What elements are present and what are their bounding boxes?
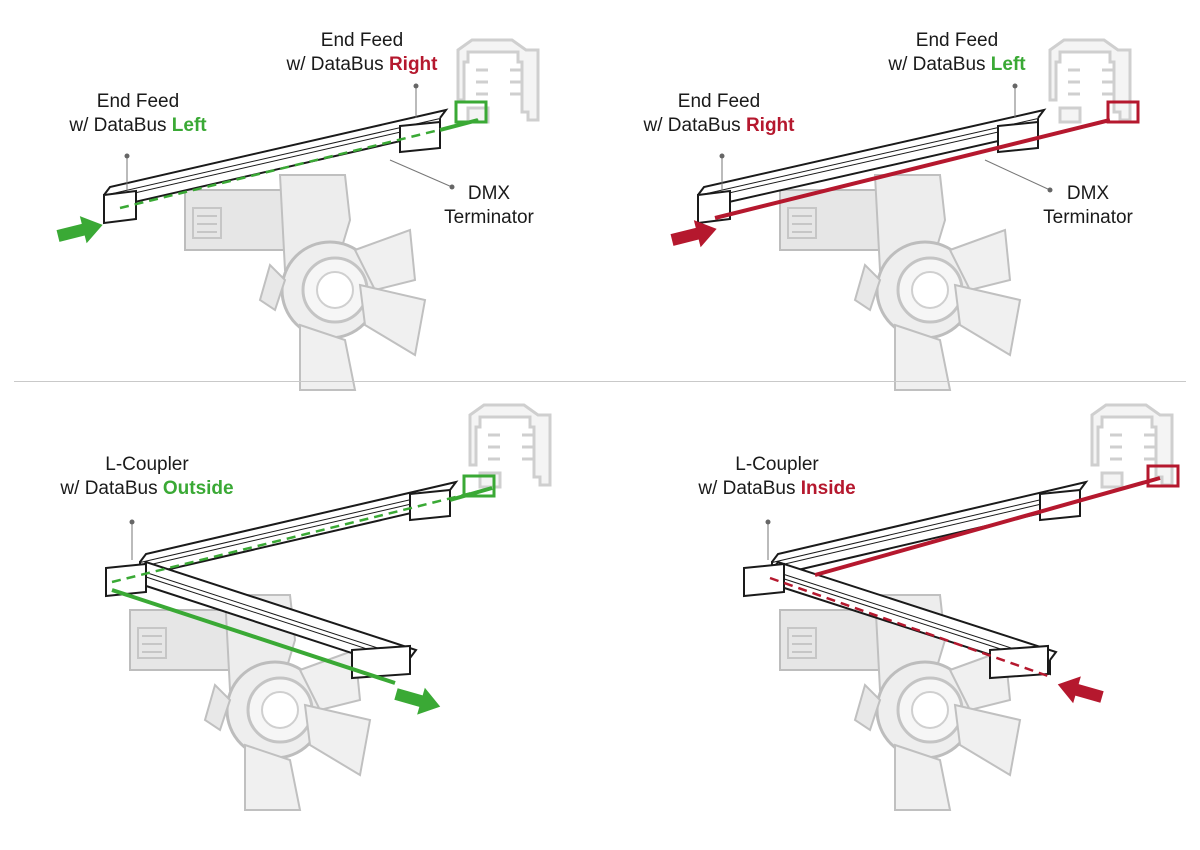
- databus-highlight-box: [462, 474, 496, 498]
- track-body: [771, 488, 1081, 578]
- feed-arrow: [394, 687, 441, 715]
- spotlight-fixture: [778, 593, 1022, 812]
- label-pointer-dot: [765, 519, 771, 525]
- track-inner-line: [103, 122, 441, 201]
- track-inner-line: [771, 494, 1081, 568]
- dmx-terminator-label: DMX Terminator: [444, 183, 534, 228]
- feed-arrow: [56, 216, 103, 244]
- databus-line-solid: [449, 486, 493, 502]
- l-coupler-inside-label: L-Coupler w/ DataBus Inside: [698, 454, 856, 499]
- track-end-cap: [409, 488, 451, 522]
- dmx-terminator-label: DMX Terminator: [1043, 183, 1133, 228]
- end-feed-cap-right: [399, 120, 441, 154]
- spotlight-fixture: [778, 173, 1022, 392]
- databus-highlight-box: [1146, 464, 1180, 488]
- databus-line-solid: [111, 588, 396, 685]
- label-pointer-left-dot: [124, 153, 130, 159]
- track-top: [697, 108, 1047, 196]
- track-profile-icon: [1090, 403, 1174, 489]
- end-feed-cap-left: [697, 189, 731, 225]
- track-profile-icon: [456, 38, 540, 124]
- l-coupler-corner: [105, 562, 147, 598]
- terminator-pointer: [984, 159, 1051, 191]
- databus-line-dashed: [111, 486, 493, 584]
- track-inner-line: [139, 494, 451, 568]
- databus-line-solid: [714, 118, 1111, 220]
- track-inner-line: [697, 122, 1039, 201]
- label-pointer-dot: [129, 519, 135, 525]
- panel-divider: [14, 381, 1186, 382]
- end-feed-right-label: End Feed w/ DataBus Right: [286, 30, 438, 75]
- spotlight-fixture: [183, 173, 427, 392]
- databus-highlight-box: [1106, 100, 1140, 124]
- track-top: [103, 108, 449, 196]
- databus-line-dashed: [119, 118, 481, 210]
- label-pointer-right-dot: [1012, 83, 1018, 89]
- feed-arrow: [1057, 676, 1104, 704]
- label-pointer-left-dot: [719, 153, 725, 159]
- databus-line-solid: [814, 476, 1161, 577]
- track-end-cap: [989, 644, 1049, 680]
- databus-line-dashed: [769, 576, 1049, 678]
- feed-arrow: [670, 220, 717, 248]
- track-profile-icon: [1048, 38, 1132, 124]
- terminator-pointer: [389, 159, 453, 188]
- l-coupler-corner: [743, 562, 785, 598]
- label-pointer-right-dot: [413, 83, 419, 89]
- track-top: [139, 480, 459, 563]
- databus-highlight-box: [454, 100, 488, 124]
- terminator-pointer-dot: [1047, 187, 1053, 193]
- track-top: [771, 480, 1089, 563]
- l-coupler-outside-label: L-Coupler w/ DataBus Outside: [60, 454, 234, 499]
- track-straight: [103, 108, 449, 211]
- end-feed-left-label: End Feed w/ DataBus Left: [69, 91, 207, 136]
- end-feed-right-label: End Feed w/ DataBus Right: [643, 91, 795, 136]
- end-feed-left-label: End Feed w/ DataBus Left: [888, 30, 1026, 75]
- terminator-pointer-dot: [449, 184, 455, 190]
